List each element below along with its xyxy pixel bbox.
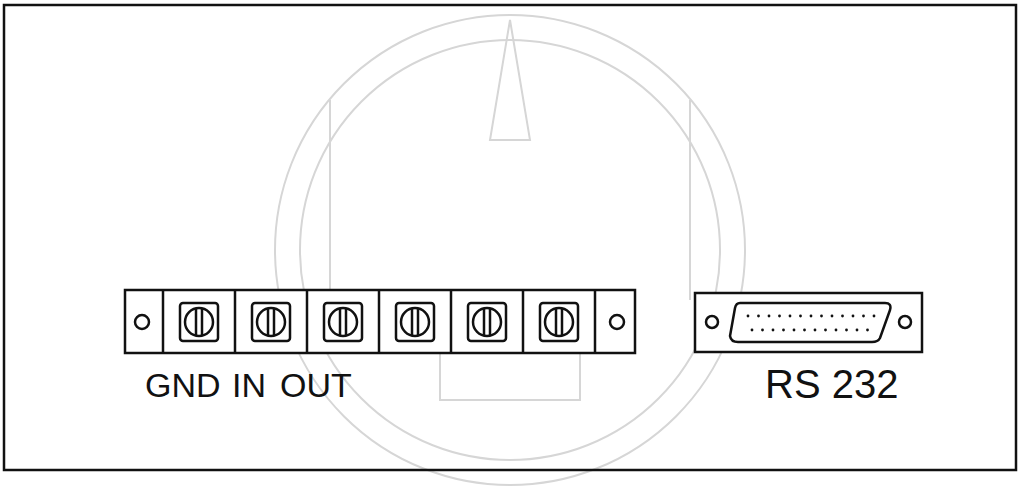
terminal-strip	[125, 290, 635, 353]
connector-pin	[761, 329, 764, 332]
connector-pin	[845, 329, 848, 332]
connector-pin	[768, 315, 771, 318]
connector-pin	[789, 315, 792, 318]
screw-terminal	[235, 290, 290, 353]
connector-pin	[873, 315, 876, 318]
screw-terminal	[307, 290, 362, 353]
signal-label: IN	[232, 368, 266, 402]
connector-label: RS 232	[765, 364, 898, 404]
signal-label: OUT	[280, 368, 352, 402]
signal-label: GND	[145, 368, 221, 402]
connector-pin	[835, 329, 838, 332]
connector-pin	[803, 329, 806, 332]
connector-pin	[841, 315, 844, 318]
connector-pin	[824, 329, 827, 332]
screw-terminal	[451, 290, 506, 353]
connector-pin	[852, 315, 855, 318]
screw-terminal	[379, 290, 434, 353]
connector-pin	[810, 315, 813, 318]
connector-pin	[831, 315, 834, 318]
connector-pin	[862, 315, 865, 318]
connector-pin	[799, 315, 802, 318]
connector-pin	[772, 329, 775, 332]
connector-pin	[751, 329, 754, 332]
rs232-connector	[695, 293, 922, 352]
connector-pin	[782, 329, 785, 332]
connector-pin	[778, 315, 781, 318]
screw-terminal	[163, 290, 218, 353]
connector-pin	[820, 315, 823, 318]
connector-pin	[747, 315, 750, 318]
connector-pin	[814, 329, 817, 332]
screw-terminal	[523, 290, 595, 353]
panel-border	[4, 5, 1016, 470]
connector-pin	[793, 329, 796, 332]
connector-pin	[856, 329, 859, 332]
connector-pin	[866, 329, 869, 332]
watermark	[275, 15, 745, 485]
connector-pin	[757, 315, 760, 318]
